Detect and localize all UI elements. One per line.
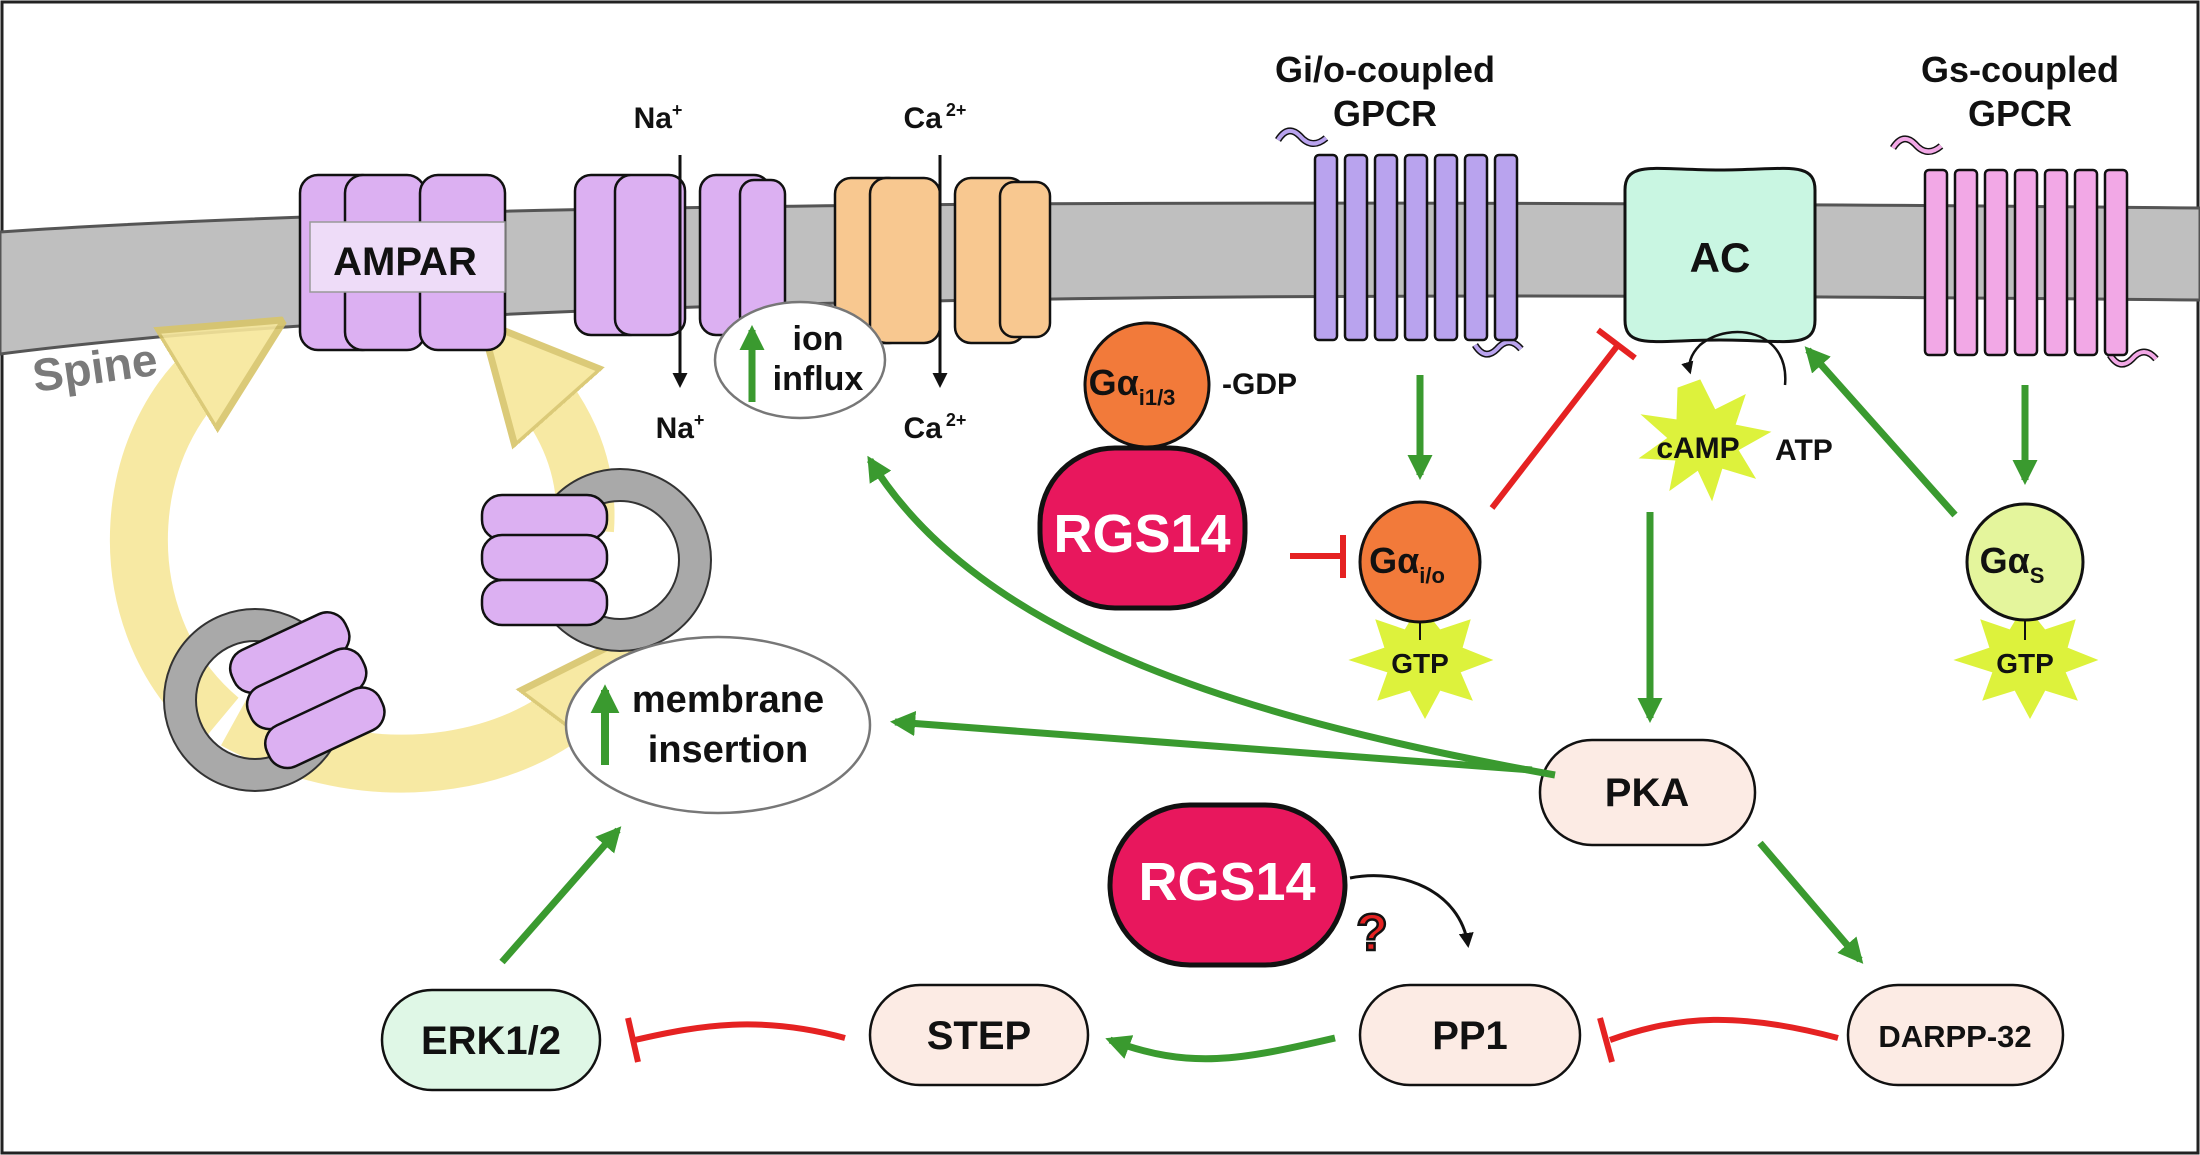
pka-to-ion-influx-arrow: [867, 455, 1556, 779]
gio-gpcr-title-2: GPCR: [1333, 93, 1437, 134]
question-mark: ?: [1356, 904, 1388, 962]
calcium-channel: [833, 176, 1052, 345]
svg-text:RGS14: RGS14: [1138, 852, 1315, 912]
erk-to-membrane-insertion-arrow: [499, 826, 622, 965]
gtp-starburst-left: [1348, 604, 1494, 720]
gdp-label: -GDP: [1222, 368, 1297, 401]
erk-node: ERK1/2: [380, 988, 602, 1092]
svg-text:GαS: GαS: [1980, 540, 2045, 588]
adenylyl-cyclase: AC: [1623, 166, 1817, 344]
pp1-to-step-arrow: [1105, 1034, 1336, 1063]
svg-text:STEP: STEP: [927, 1014, 1031, 1058]
vesicle-top: [480, 468, 712, 652]
pka-to-membrane-insertion-arrow: [889, 710, 1533, 774]
gio-gpcr-title-1: Gi/o-coupled: [1275, 49, 1495, 90]
gtp-right-label: GTP: [1996, 648, 2054, 679]
ion-influx-node: ion influx: [713, 300, 887, 420]
g-alpha-i13-node: Gαi1/3: [1083, 321, 1211, 449]
atp-label: ATP: [1775, 434, 1833, 467]
svg-text:insertion: insertion: [648, 729, 808, 771]
ac-label: AC: [1690, 234, 1751, 281]
gs-to-ac-arrow: [1804, 346, 1958, 518]
svg-text:PKA: PKA: [1605, 771, 1689, 815]
rgs14-pp1-arrow: [1349, 874, 1474, 948]
g-alpha-io-node: Gαi/o: [1358, 500, 1482, 624]
gtp-starburst-right: [1953, 604, 2099, 720]
gs-gpcr-title-1: Gs-coupled: [1921, 49, 2119, 90]
pp1-node: PP1: [1358, 983, 1582, 1087]
camp-label: cAMP: [1656, 432, 1739, 465]
inhibition-lines: [625, 327, 1839, 1063]
pka-to-darpp32-arrow: [1757, 840, 1864, 964]
svg-text:Gαi/o: Gαi/o: [1369, 540, 1445, 588]
svg-text:PP1: PP1: [1432, 1014, 1508, 1058]
na-bottom-label: Na+: [656, 410, 705, 445]
atp-to-camp-arrow: [1681, 330, 1787, 386]
ampar-label: AMPAR: [333, 240, 477, 284]
ampar-receptor: AMPAR: [298, 173, 507, 352]
darpp32-inhibits-pp1: [1608, 1016, 1839, 1043]
gio-gpcr-receptor: [1275, 127, 1524, 358]
activation-arrows: [499, 346, 2038, 1063]
g-alpha-s-node: GαS: [1965, 502, 2085, 622]
gs-gpcr-receptor: [1890, 135, 2159, 368]
svg-text:DARPP-32: DARPP-32: [1878, 1019, 2031, 1054]
vesicle-bottom: [163, 608, 386, 792]
camp-starburst: [1638, 379, 1772, 502]
rgs14-top-node: RGS14: [1037, 445, 1248, 611]
darpp32-node: DARPP-32: [1846, 983, 2065, 1087]
svg-text:ERK1/2: ERK1/2: [421, 1019, 561, 1063]
svg-text:Gαi1/3: Gαi1/3: [1089, 362, 1176, 410]
pka-node: PKA: [1538, 738, 1757, 847]
svg-text:RGS14: RGS14: [1053, 504, 1230, 564]
step-node: STEP: [868, 983, 1090, 1087]
rgs14-bottom-node: RGS14: [1107, 802, 1348, 968]
gs-gpcr-title-2: GPCR: [1968, 93, 2072, 134]
sodium-channel: [573, 173, 787, 337]
svg-text:influx: influx: [773, 360, 864, 398]
gio-inhibits-ac: [1489, 343, 1621, 510]
svg-text:membrane: membrane: [632, 679, 824, 721]
na-top-label: Na+: [634, 100, 683, 135]
gtp-left-label: GTP: [1391, 648, 1449, 679]
step-inhibits-erk: [634, 1021, 846, 1043]
svg-text:ion: ion: [793, 320, 844, 358]
membrane-insertion-node: membrane insertion: [564, 635, 872, 815]
